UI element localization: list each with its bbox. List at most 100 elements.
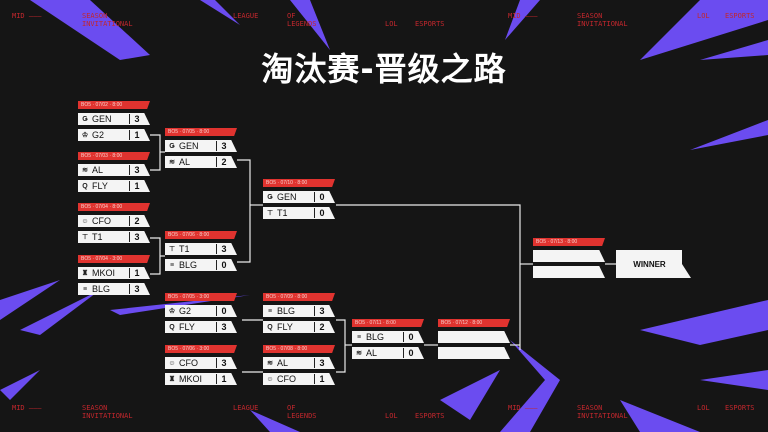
team-score: 0 [216, 260, 231, 270]
ticker-text: INVITATIONAL [577, 412, 628, 420]
team-name: CFO [277, 374, 296, 384]
match-header: BO5 · 07/03 · 8:00 [78, 152, 150, 160]
team-name: GEN [179, 141, 199, 151]
team-name: BLG [366, 332, 385, 342]
team-score: 1 [314, 374, 329, 384]
match-header: BO5 · 07/06 · 3:00 [165, 345, 237, 353]
team-name: FLY [277, 322, 293, 332]
ticker-text: SEASON [82, 404, 108, 412]
team-name: GEN [92, 114, 112, 124]
t1-logo-icon: ⊤ [266, 210, 274, 217]
team-name: MKOI [179, 374, 203, 384]
team-score: 0 [314, 208, 329, 218]
team-score: 3 [129, 284, 144, 294]
match-header: BO5 · 07/11 · 8:00 [352, 319, 424, 327]
g2-logo-icon: ♔ [168, 308, 176, 315]
match-header: BO5 · 07/13 · 8:00 [533, 238, 605, 246]
ticker-text: MID ——— [508, 12, 538, 20]
team-name: BLG [179, 260, 198, 270]
team-row[interactable]: ≋ AL 0 [352, 347, 424, 359]
winner-box: WINNER [616, 250, 691, 278]
team-score: 3 [314, 306, 329, 316]
team-name: AL [92, 165, 104, 175]
page-title: 淘汰赛-晋级之路 [261, 50, 507, 88]
team-row-empty [438, 331, 510, 343]
team-score: 3 [216, 322, 231, 332]
blg-logo-icon: ≡ [267, 307, 273, 315]
match-header: BO5 · 07/09 · 8:00 [263, 293, 335, 301]
ticker-text: OF [287, 12, 296, 20]
match-header: BO5 · 07/10 · 8:00 [263, 179, 335, 187]
ticker-text: LEAGUE [233, 404, 259, 412]
match-card[interactable]: BO5 · 07/12 · 8:00 [438, 319, 510, 363]
match-header: BO5 · 07/06 · 8:00 [165, 231, 237, 239]
team-name: AL [179, 157, 191, 167]
ticker-text: INVITATIONAL [577, 20, 628, 28]
ticker-text: INVITATIONAL [82, 412, 133, 420]
team-name: T1 [92, 232, 103, 242]
gen-logo-icon: Ǥ [267, 193, 273, 201]
match-header: BO5 · 07/12 · 8:00 [438, 319, 510, 327]
ticker-text: ESPORTS [415, 412, 445, 420]
al-logo-icon: ≋ [356, 350, 362, 357]
team-score: 3 [216, 358, 231, 368]
mkoi-logo-icon: ♜ [168, 376, 176, 383]
match-header: BO5 · 07/02 · 8:00 [78, 101, 150, 109]
team-score: 3 [216, 244, 231, 254]
ticker-text: OF [287, 404, 296, 412]
ticker-text: MID ——— [12, 12, 42, 20]
bottom-ticker: MID ——— SEASON INVITATIONAL LEAGUE OF LE… [0, 404, 768, 428]
team-name: AL [277, 358, 289, 368]
team-name: BLG [92, 284, 111, 294]
ticker-text: LOL [385, 412, 398, 420]
team-score: 0 [403, 348, 418, 358]
team-name: CFO [179, 358, 198, 368]
match-card[interactable]: BO5 · 07/13 · 8:00 [533, 238, 605, 282]
ticker-text: ESPORTS [725, 12, 755, 20]
team-score: 0 [403, 332, 418, 342]
team-row-empty [533, 250, 605, 262]
team-row[interactable]: ≡ BLG 3 [263, 305, 335, 317]
fly-logo-icon: Q [169, 323, 175, 331]
team-score: 1 [129, 130, 144, 140]
gen-logo-icon: Ǥ [82, 115, 88, 123]
team-score: 3 [314, 358, 329, 368]
team-name: BLG [277, 306, 296, 316]
team-name: AL [366, 348, 378, 358]
